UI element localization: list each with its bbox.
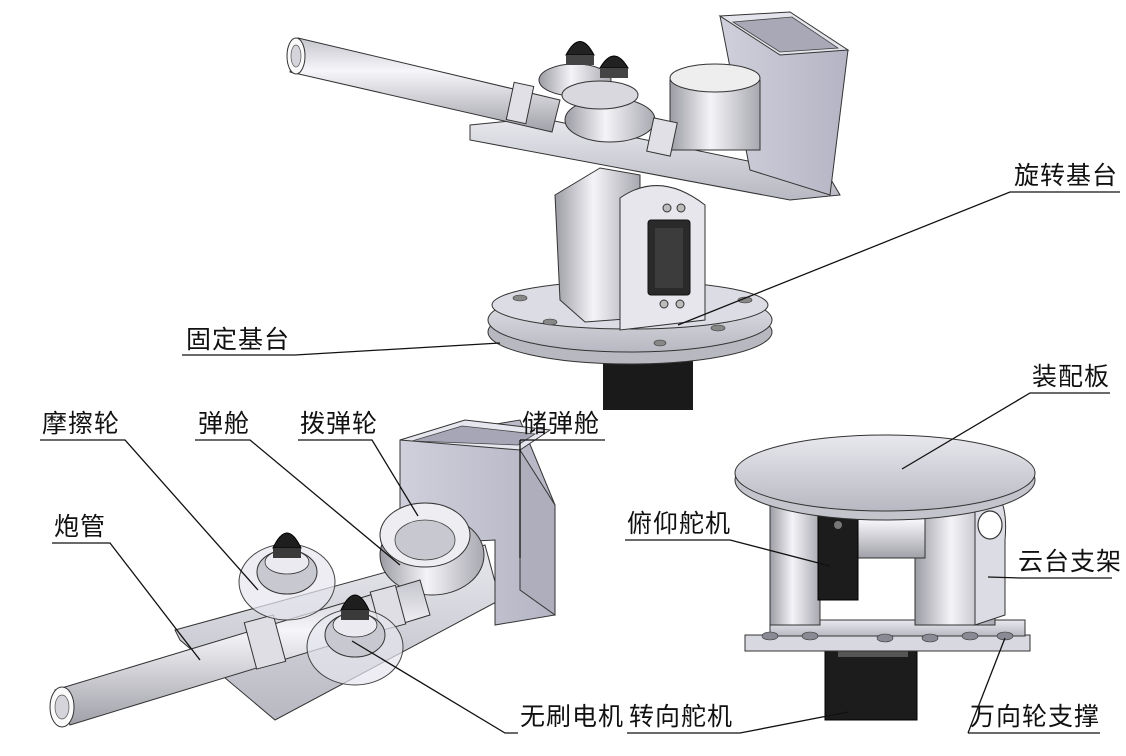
leader-rotating-base xyxy=(677,191,1120,326)
leader-gimbal-bracket xyxy=(987,576,1112,579)
leader-barrel xyxy=(52,542,201,661)
leader-feed-wheel xyxy=(298,439,419,517)
label-friction-wheel: 摩擦轮 xyxy=(42,409,121,438)
label-barrel: 炮管 xyxy=(54,512,107,541)
yaw-servo-body xyxy=(824,649,918,721)
label-magazine: 弹舱 xyxy=(198,409,251,438)
leader-mount-plate xyxy=(901,392,1110,470)
leader-fixed-base xyxy=(182,342,501,356)
leader-yaw-servo xyxy=(627,711,849,734)
mount-plate-disc xyxy=(734,434,1036,512)
leader-magazine xyxy=(195,439,401,566)
shooter-module-assembly xyxy=(49,419,556,728)
label-caster-support: 万向轮支撑 xyxy=(970,702,1101,731)
leader-caster-support xyxy=(967,637,1100,734)
top-turret-assembly xyxy=(286,11,850,410)
label-pitch-servo: 俯仰舵机 xyxy=(627,509,732,538)
label-storage-magazine: 储弹舱 xyxy=(522,409,601,438)
leader-friction-wheel xyxy=(40,439,259,591)
leader-storage-magazine xyxy=(519,439,605,558)
leader-lines xyxy=(40,191,1120,734)
leader-pitch-servo xyxy=(625,539,831,567)
leader-brushless-motor xyxy=(351,640,518,734)
label-fixed-base: 固定基台 xyxy=(186,325,291,354)
label-gimbal-bracket: 云台支架 xyxy=(1018,547,1123,576)
gimbal-assembly xyxy=(734,434,1036,721)
label-brushless-motor: 无刷电机 xyxy=(520,702,625,731)
label-mount-plate: 装配板 xyxy=(1032,362,1111,391)
label-rotating-base: 旋转基台 xyxy=(1014,161,1119,190)
label-feed-wheel: 拨弹轮 xyxy=(300,409,379,438)
label-yaw-servo: 转向舵机 xyxy=(629,702,734,731)
